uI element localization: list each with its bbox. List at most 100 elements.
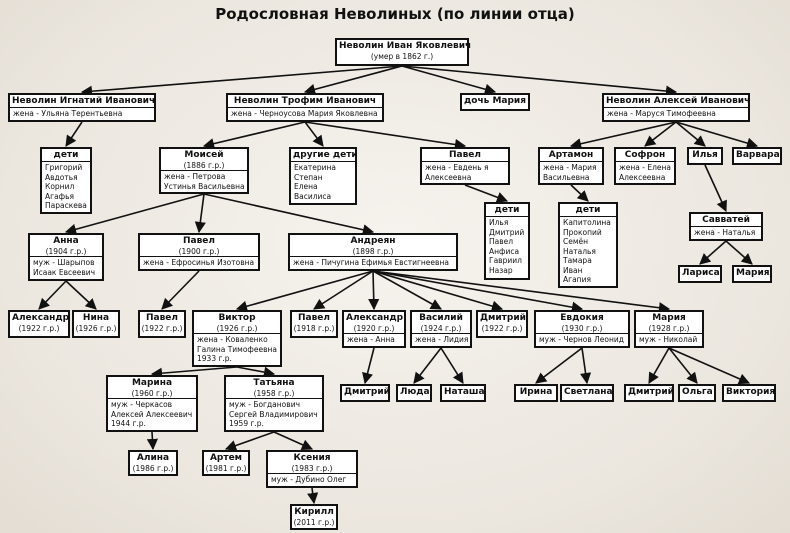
birth-year: (1930 г.р.) bbox=[561, 324, 603, 333]
person-name: Александр bbox=[12, 313, 70, 323]
person-name: дочь Мария bbox=[464, 96, 527, 106]
person-name: Павел bbox=[298, 313, 330, 323]
birth-year: (1926 г.р.) bbox=[75, 324, 117, 333]
person-details: жена - Маруся Тимофеевна bbox=[604, 107, 748, 120]
detail-line: Тамара bbox=[563, 256, 592, 265]
detail-line: 1933 г.р. bbox=[197, 354, 232, 363]
detail-line: Алексей Алексеевич bbox=[111, 409, 193, 419]
person-name: Андреян bbox=[350, 236, 396, 246]
edge-ivan-to-trofim bbox=[303, 65, 403, 95]
person-name: Светлана bbox=[564, 387, 613, 397]
detail-line: Капитолина bbox=[563, 218, 611, 227]
detail-line: жена - Мария bbox=[543, 163, 597, 172]
person-details: жена - Лидия bbox=[412, 333, 470, 346]
person-name: Василий bbox=[419, 313, 463, 323]
person-name: Софрон bbox=[624, 150, 666, 160]
person-box-kseniya: Ксения(1983 г.р.) муж - Дубино Олег bbox=[266, 450, 358, 488]
detail-line: Гавриил bbox=[489, 256, 522, 265]
edge-moisey-to-anna bbox=[64, 193, 205, 235]
edge-andreyan-to-viktor bbox=[235, 270, 374, 312]
person-name: Марина bbox=[131, 378, 173, 388]
detail-line: муж - Черкасов bbox=[111, 400, 173, 409]
detail-line: жена - Наталья bbox=[694, 228, 756, 237]
detail-line: Алексеевна bbox=[425, 172, 472, 182]
detail-line: жена - Маруся Тимофеевна bbox=[607, 109, 716, 118]
person-name: Ирина bbox=[519, 387, 553, 397]
detail-line: Сергей Владимирович bbox=[229, 409, 318, 419]
edge-tatyana-to-kseniya bbox=[273, 431, 314, 450]
detail-line: Параскева bbox=[45, 201, 87, 210]
person-details: муж - Николай bbox=[636, 333, 702, 346]
diagram-title: Родословная Неволиных (по линии отца) bbox=[215, 5, 575, 23]
detail-line: жена - Ефросинья Изотовна bbox=[143, 258, 255, 267]
birth-year: (1918 г.р.) bbox=[293, 324, 335, 333]
edge-viktor-to-marina bbox=[150, 366, 238, 379]
person-name: Лариса bbox=[682, 268, 720, 278]
detail-line: жена - Евдень я bbox=[425, 163, 489, 172]
person-box-aleksandr_a: Александр(1922 г.р.) bbox=[8, 310, 70, 338]
edge-trofim-to-drugie bbox=[304, 121, 324, 147]
birth-year: (1960 г.р.) bbox=[131, 389, 173, 398]
birth-year: (1983 г.р.) bbox=[291, 464, 333, 473]
detail-line: жена - Пичугина Ефимья Евстигнеевна bbox=[293, 258, 449, 267]
detail-line: Иван bbox=[563, 265, 583, 275]
person-name: Неволин Трофим Иванович bbox=[233, 96, 377, 106]
edge-aleksey-to-varvara bbox=[675, 121, 759, 149]
person-name: Люда bbox=[400, 387, 430, 397]
edge-viktor-to-tatyana bbox=[236, 366, 276, 378]
edge-evdokiya-to-irina bbox=[535, 347, 583, 384]
edge-ivan-to-aleksey bbox=[401, 65, 678, 97]
detail-line: Алексеевна bbox=[619, 172, 666, 182]
edge-ignatiy-to-deti_ign bbox=[65, 121, 83, 147]
detail-line: жена - Ульяна Терентьевна bbox=[13, 109, 123, 118]
edge-anna-to-nina bbox=[65, 280, 97, 310]
person-details: жена - Черноусова Мария Яковлевна bbox=[228, 107, 382, 120]
person-name: Виктория bbox=[726, 387, 776, 397]
person-details: жена - Ефросинья Изотовна bbox=[140, 256, 258, 269]
birth-year: (умер в 1862 г.) bbox=[370, 52, 434, 61]
edge-savvatey-to-larisa bbox=[699, 240, 727, 265]
edge-andreyan-to-pavel_a bbox=[313, 270, 374, 310]
person-box-mariya_d: дочь Мария bbox=[460, 93, 530, 111]
person-box-viktoriya: Виктория bbox=[722, 384, 776, 402]
detail-line: Исаак Евсеевич bbox=[33, 267, 96, 277]
person-box-dmitriy_b: Дмитрий bbox=[340, 384, 390, 402]
detail-line: Елена bbox=[294, 182, 318, 191]
detail-line: Агафья bbox=[45, 191, 75, 201]
detail-line: Авдотья bbox=[45, 172, 78, 182]
person-name: Ксения bbox=[293, 453, 331, 463]
edge-trofim-to-moisey bbox=[202, 121, 306, 150]
person-name: Виктор bbox=[218, 313, 256, 323]
person-name: Дмитрий bbox=[480, 313, 526, 323]
person-name: дети bbox=[575, 205, 601, 215]
person-box-mariya_a: Мария(1928 г.р.)муж - Николай bbox=[634, 310, 704, 348]
detail-line: Прокопий bbox=[563, 227, 602, 237]
person-name: Дмитрий bbox=[628, 387, 674, 397]
detail-line: муж - Дубино Олег bbox=[271, 475, 347, 484]
person-box-dmitriy_m: Дмитрий bbox=[624, 384, 674, 402]
person-name: дети bbox=[494, 205, 520, 215]
edge-artamon-to-deti_art bbox=[570, 184, 589, 202]
edge-savvatey-to-mariya_s bbox=[725, 240, 753, 265]
edge-vasiliy-to-natasha bbox=[440, 347, 464, 384]
edge-mariya_a-to-viktoriya bbox=[668, 347, 751, 385]
edge-ilya-to-savvatey bbox=[704, 164, 727, 213]
detail-line: жена - Петрова bbox=[164, 172, 226, 181]
edge-marina-to-alina bbox=[146, 431, 158, 451]
edge-vasiliy-to-lyuda bbox=[413, 347, 442, 384]
person-box-artem: Артем(1981 г.р.) bbox=[202, 450, 250, 476]
birth-year: (1924 г.р.) bbox=[420, 324, 462, 333]
person-box-lyuda: Люда bbox=[396, 384, 432, 402]
person-box-pavel_m: Павел(1900 г.р.)жена - Ефросинья Изотовн… bbox=[138, 233, 260, 271]
person-name: Варвара bbox=[736, 150, 780, 160]
birth-year: (1986 г.р.) bbox=[132, 464, 174, 473]
